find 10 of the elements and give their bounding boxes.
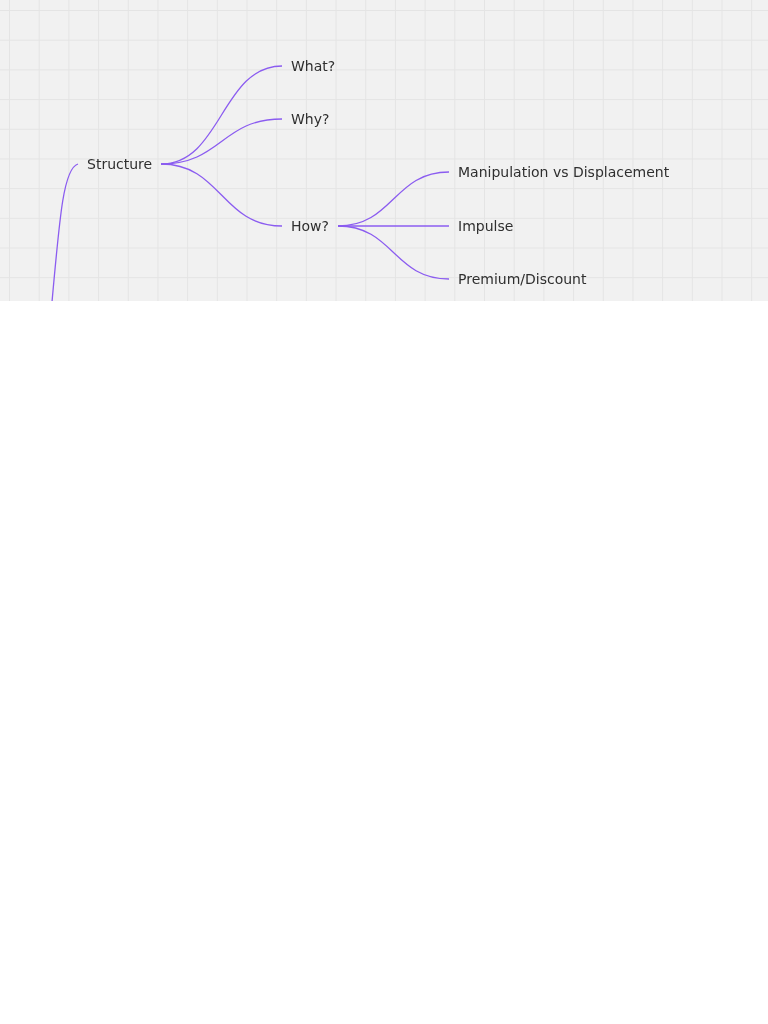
connector-line xyxy=(160,163,283,227)
topic-label: What? xyxy=(291,57,336,76)
connector-line xyxy=(337,225,450,280)
topic-label: Impulse xyxy=(458,217,514,236)
topic-label: How? xyxy=(291,217,329,236)
topic-label: Structure xyxy=(87,155,153,174)
connector-line xyxy=(51,163,79,301)
topic-label: Manipulation vs Displacement xyxy=(458,163,670,182)
topic-label: Why? xyxy=(291,110,330,129)
topic-label: Premium/Discount xyxy=(458,270,587,289)
